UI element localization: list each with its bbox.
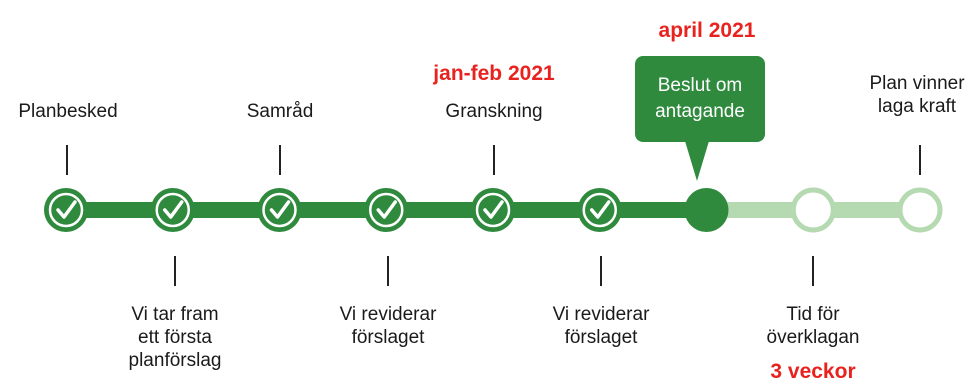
tick-laga-kraft	[919, 145, 921, 175]
label-line: Plan vinner	[869, 73, 965, 94]
tick-overklagan	[812, 256, 814, 286]
label-line: planförslag	[128, 350, 222, 371]
label-line: ett första	[138, 327, 212, 348]
label-reviderar-1: Vi reviderar förslaget	[340, 303, 437, 349]
callout-pointer	[685, 141, 709, 181]
tick-planbesked	[66, 145, 68, 175]
label-line: Planbesked	[18, 101, 118, 122]
label-reviderar-2: Vi reviderar förslaget	[553, 303, 650, 349]
check-ring	[48, 192, 84, 228]
filled-circle-icon	[684, 188, 729, 232]
date-overklagan: 3 veckor	[770, 360, 856, 383]
check-circle-icon	[269, 200, 291, 219]
empty-circle-icon	[790, 187, 836, 233]
label-line: Vi tar fram	[131, 304, 219, 325]
check-circle-icon	[376, 200, 397, 219]
callout-line: antagande	[655, 101, 745, 122]
check-circle-icon	[56, 200, 77, 219]
label-line: laga kraft	[877, 96, 957, 117]
label-line: Granskning	[445, 101, 543, 122]
label-forsta-planforslag: Vi tar fram ett första planförslag	[129, 303, 222, 372]
label-line: Vi reviderar	[339, 304, 437, 325]
label-line: överklagan	[766, 327, 860, 348]
date-granskning: jan-feb 2021	[433, 62, 555, 85]
label-plan-vinner-laga-kraft: Plan vinner laga kraft	[869, 72, 964, 118]
tick-forsta-planforslag	[174, 256, 176, 286]
check-circle-icon	[590, 200, 611, 219]
check-circle-icon	[163, 200, 184, 219]
date-beslut: april 2021	[658, 19, 756, 42]
empty-circle-icon	[897, 187, 943, 233]
check-ring	[262, 192, 297, 228]
check-ring	[582, 192, 617, 228]
label-granskning: Granskning	[445, 100, 542, 123]
check-ring	[369, 192, 404, 228]
label-overklagan: Tid för överklagan	[767, 303, 860, 349]
label-line: Vi reviderar	[552, 304, 650, 325]
check-ring	[475, 192, 511, 228]
label-planbesked: Planbesked	[18, 100, 117, 123]
check-ring	[155, 192, 190, 228]
callout-line: Beslut om	[657, 75, 743, 96]
tick-reviderar-1	[387, 256, 389, 286]
callout-beslut-om-antagande: Beslut om antagande	[635, 56, 765, 142]
label-line: Samråd	[246, 101, 314, 122]
tick-granskning	[493, 145, 495, 175]
label-line: Tid för	[786, 304, 840, 325]
check-circle-icon	[483, 200, 504, 219]
label-line: förslaget	[564, 327, 638, 348]
tick-samrad	[279, 145, 281, 175]
tick-reviderar-2	[600, 256, 602, 286]
label-line: förslaget	[351, 327, 425, 348]
label-samrad: Samråd	[247, 100, 314, 123]
